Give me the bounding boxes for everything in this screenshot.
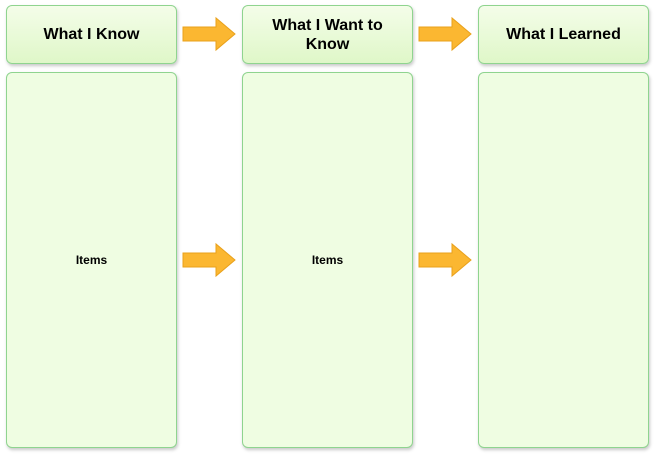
right-arrow-icon	[182, 16, 236, 52]
right-arrow-icon	[182, 242, 236, 278]
header-what-i-know: What I Know	[6, 5, 177, 64]
right-arrow-icon	[418, 16, 472, 52]
header-label: What I Know	[43, 26, 140, 43]
header-what-i-want-to-know: What I Want to Know	[242, 5, 413, 64]
column-items-label: Items	[75, 253, 108, 267]
right-arrow-icon	[418, 242, 472, 278]
header-label: What I Learned	[506, 26, 621, 43]
column-what-i-know: Items	[6, 72, 177, 448]
column-what-i-learned	[478, 72, 649, 448]
header-label: What I Want to Know	[272, 16, 383, 53]
header-what-i-learned: What I Learned	[478, 5, 649, 64]
column-items-label: Items	[311, 253, 344, 267]
column-what-i-want-to-know: Items	[242, 72, 413, 448]
